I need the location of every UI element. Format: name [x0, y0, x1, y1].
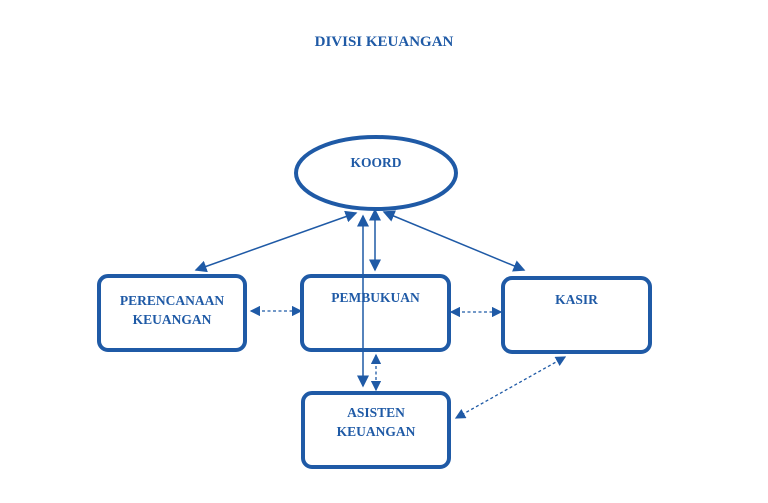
arrow-koord-perencanaan — [194, 210, 358, 273]
perencanaan-label: PERENCANAAN KEUANGAN — [99, 291, 245, 329]
perencanaan-label-line2: KEUANGAN — [132, 312, 212, 327]
asisten-label: ASISTEN KEUANGAN — [303, 403, 449, 441]
kasir-node — [501, 276, 652, 354]
arrow-koord-kasir — [382, 210, 526, 272]
asisten-label-line1: ASISTEN — [347, 405, 405, 420]
asisten-label-line2: KEUANGAN — [336, 424, 416, 439]
kasir-label: KASIR — [555, 292, 598, 307]
asisten-node — [301, 391, 451, 469]
koord-node — [294, 135, 458, 211]
perencanaan-label-line1: PERENCANAAN — [119, 293, 225, 308]
perencanaan-node — [97, 274, 247, 352]
pembukuan-label: PEMBUKUAN — [331, 290, 420, 305]
diagram-title: DIVISI KEUANGAN — [314, 34, 454, 50]
dashed-arrow-kasir-asisten — [454, 356, 567, 419]
koord-label: KOORD — [350, 155, 402, 170]
